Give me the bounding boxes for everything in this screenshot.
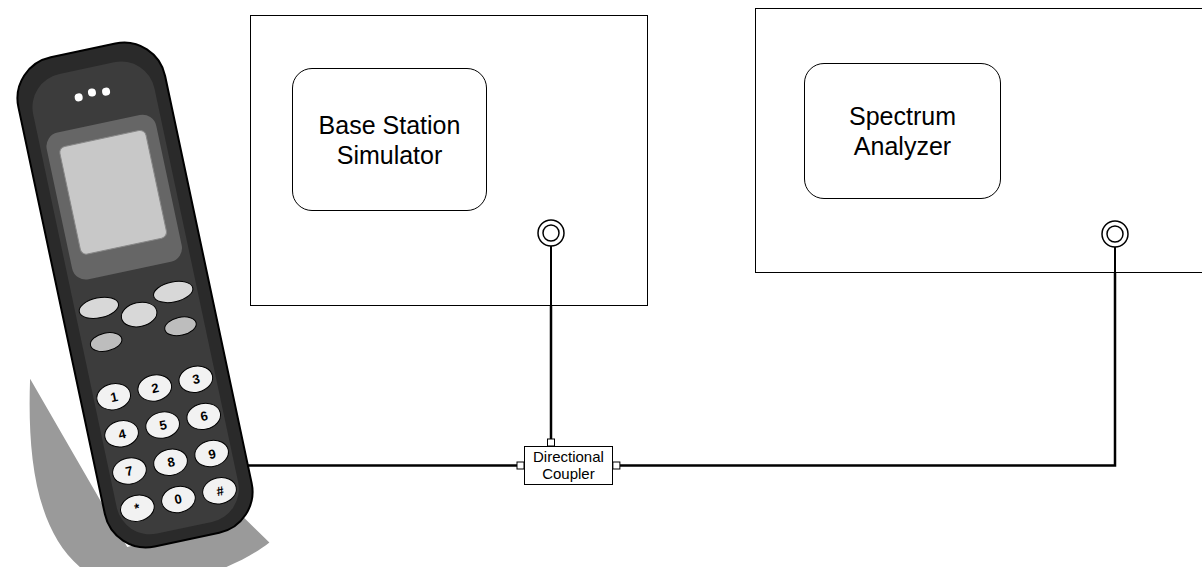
phone-screen-frame [44,112,185,282]
instrument-panel: Spectrum Analyzer [755,8,1202,273]
phone-screen [59,129,168,255]
coupler-box: Directional Coupler [524,446,613,485]
keypad-key [143,409,182,442]
phone-body [10,35,261,555]
label-panel: Base Station Simulator [292,68,487,211]
node-label: Spectrum Analyzer [817,101,988,161]
keypad-key [102,418,141,451]
keypad-key [118,492,157,525]
instrument-panel: Base Station Simulator [250,15,648,306]
keypad-key [110,455,149,488]
coupler-port [517,462,524,469]
coax-cable [550,306,553,439]
coax-cable [620,273,1115,466]
label-panel: Spectrum Analyzer [804,63,1001,199]
mobile-phone [0,34,274,567]
keypad-key [184,400,223,433]
coupler-port [548,439,555,446]
keypad-key [192,437,231,470]
phone-cable [247,464,517,467]
coupler-port [613,462,620,469]
keypad-key [94,380,133,413]
keypad-key [177,363,216,396]
node-label: Base Station Simulator [305,110,474,170]
keypad-key [151,446,190,479]
keypad-key [200,474,239,507]
bss-jack [538,220,564,306]
node-label: Directional Coupler [533,449,604,482]
keypad-key [135,372,174,405]
phone-bezel [26,55,245,541]
keypad-key [159,483,198,516]
analyzer-jack [1102,221,1128,272]
